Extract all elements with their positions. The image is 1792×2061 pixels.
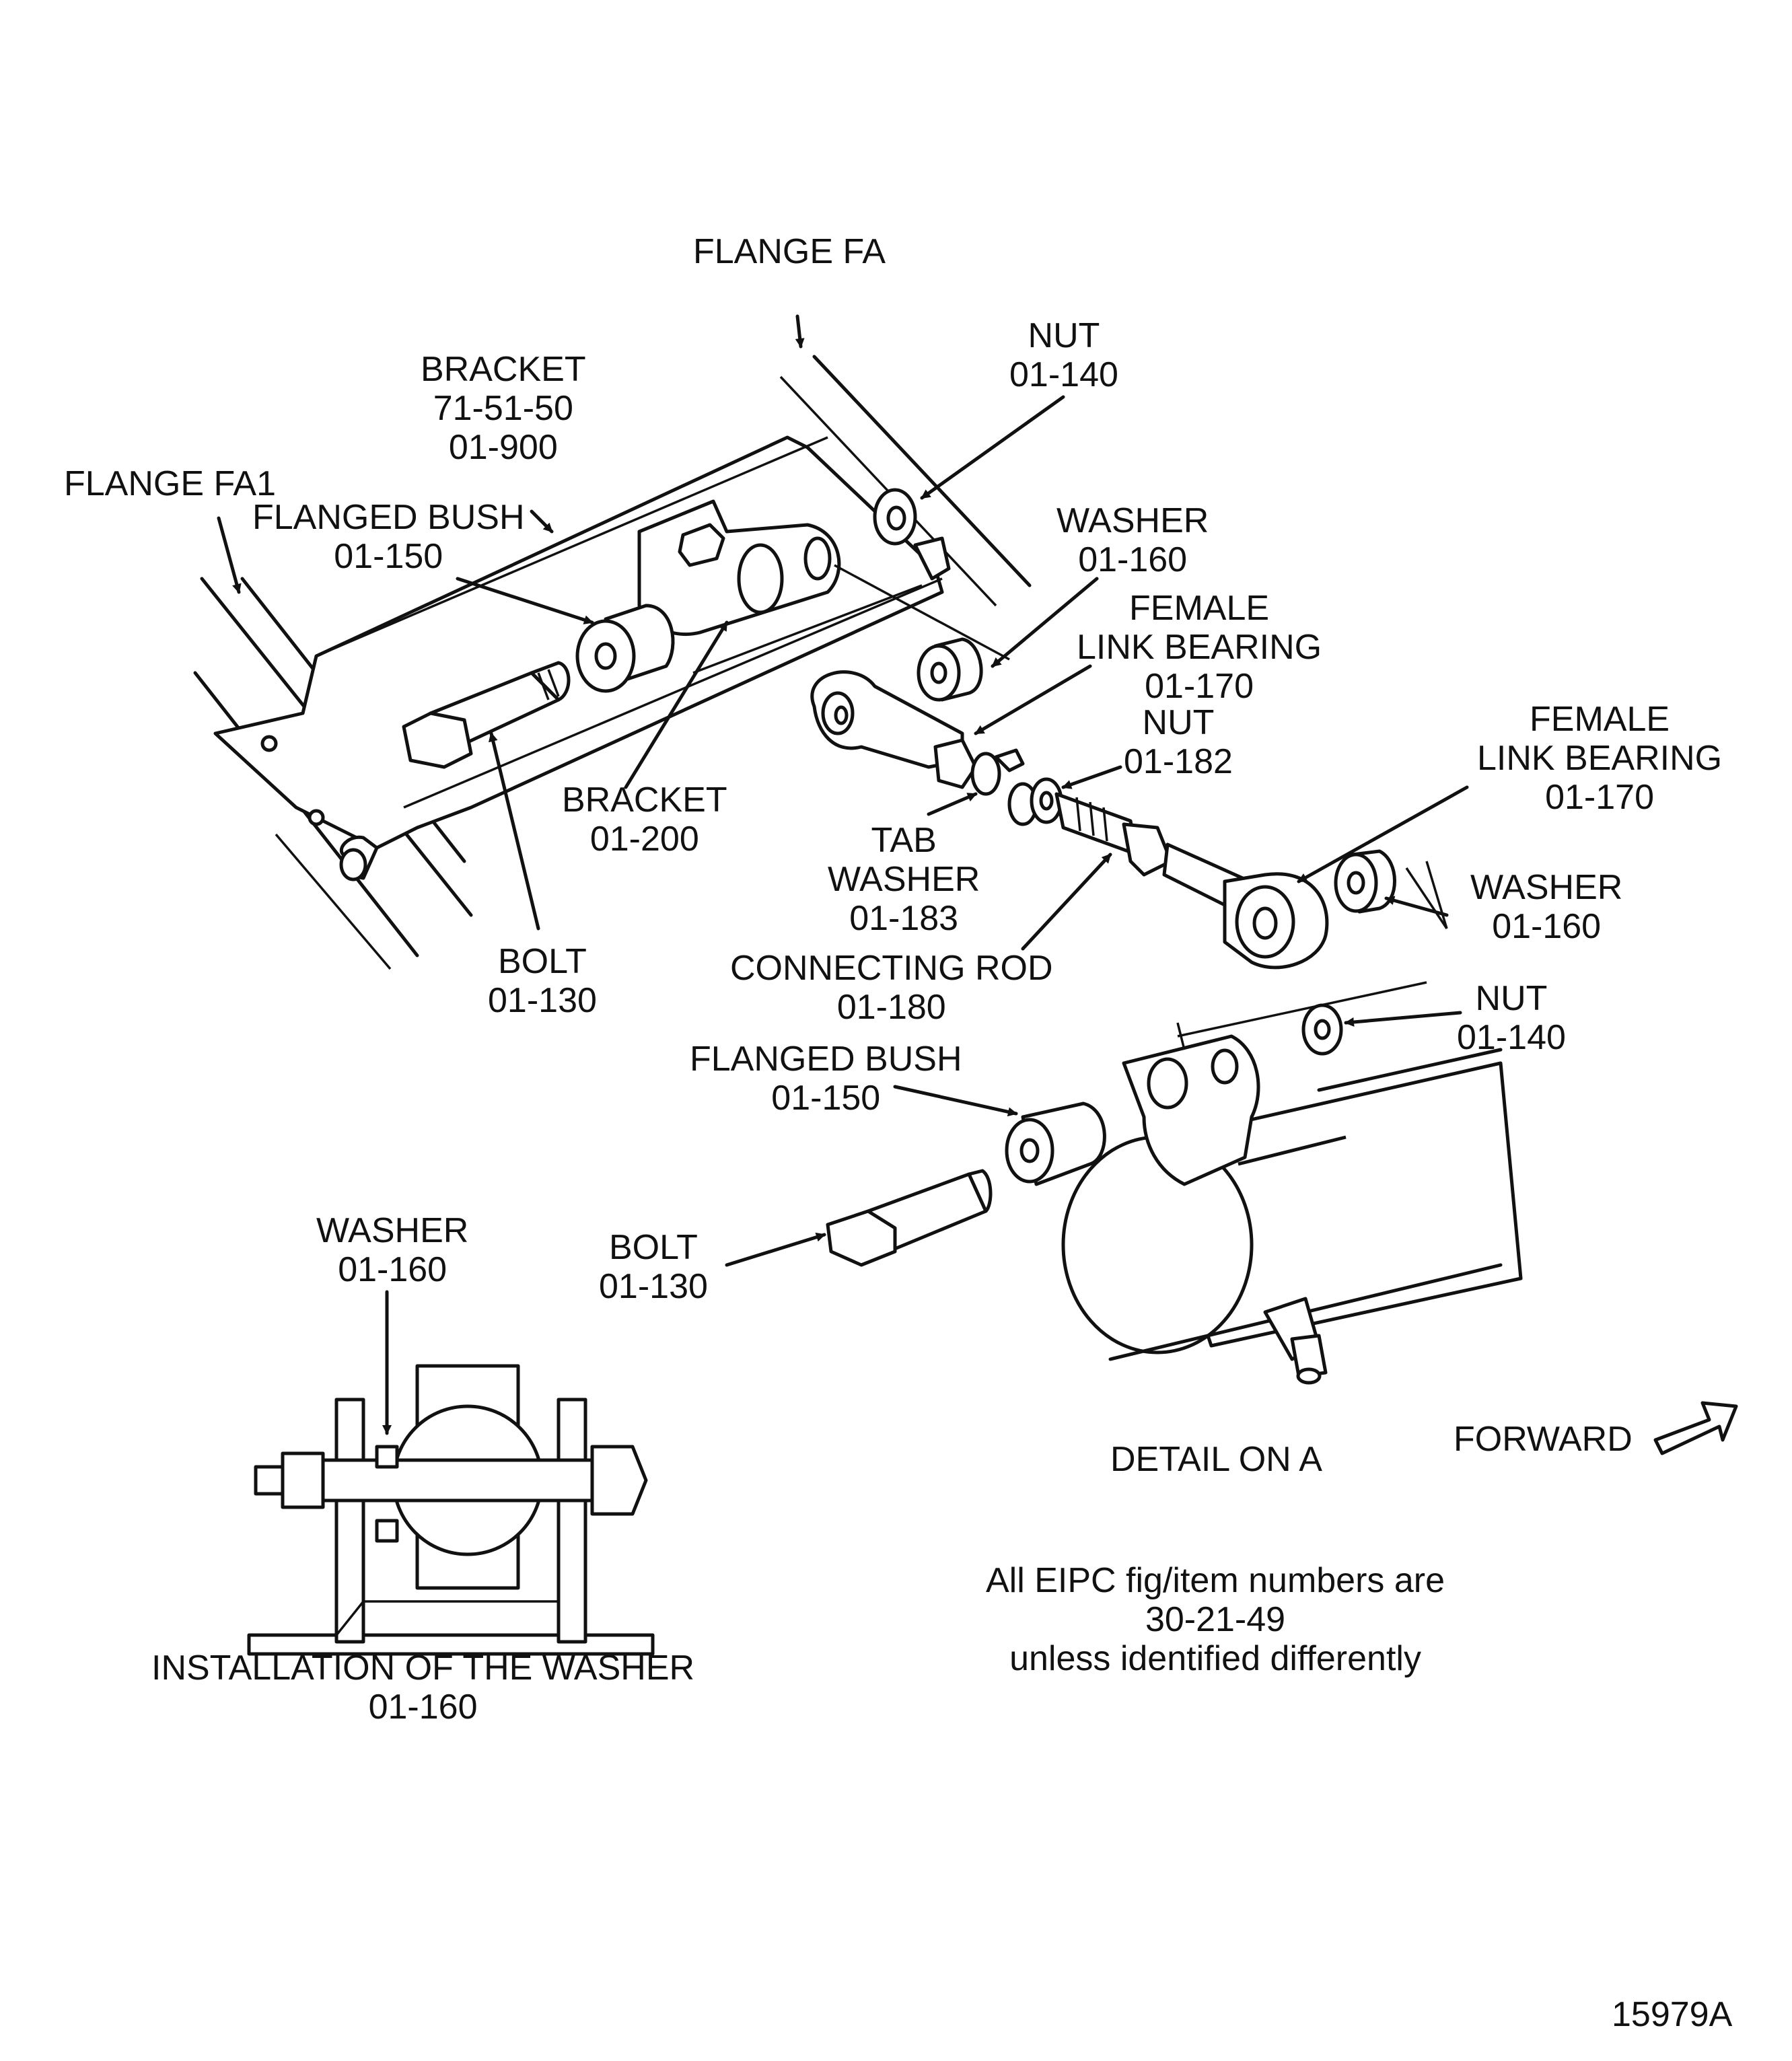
label-forward: FORWARD <box>1454 1420 1633 1459</box>
nut-top <box>873 488 951 581</box>
bracket-lug <box>637 499 923 674</box>
label-flange-fa: FLANGE FA <box>693 232 886 271</box>
flanged-bush-top <box>575 604 675 693</box>
washer-top <box>834 564 1010 702</box>
label-figure-number: 15979A <box>1612 1995 1733 2034</box>
leader-lines <box>217 314 1469 1435</box>
forward-arrow <box>1653 1401 1738 1455</box>
washer-right <box>1334 849 1448 929</box>
label-flange-fa1: FLANGE FA1 <box>64 464 276 503</box>
bolt-top <box>402 661 571 769</box>
tab-washer-nut-group <box>970 748 1063 826</box>
label-detail-on-a: DETAIL ON A <box>1110 1440 1322 1479</box>
installation-section-view <box>247 1364 655 1656</box>
detail-a-assembly <box>826 981 1523 1385</box>
female-link-bearing-right <box>1223 872 1329 970</box>
female-link-bearing-left <box>810 670 978 789</box>
